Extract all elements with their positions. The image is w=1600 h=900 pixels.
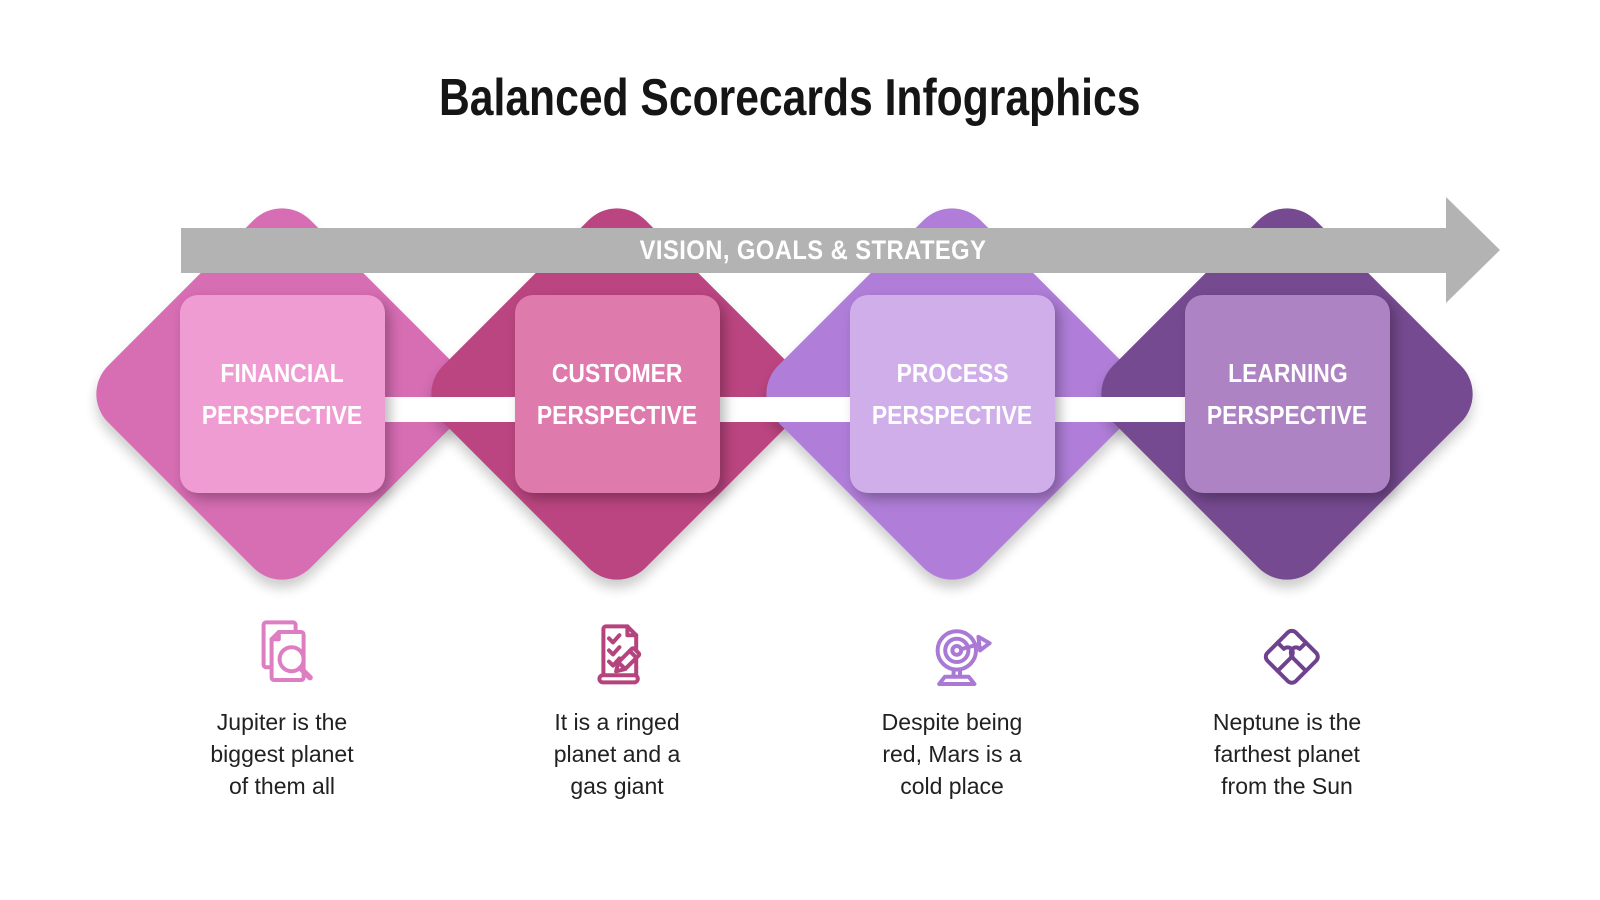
description-line: It is a ringed <box>554 709 680 735</box>
card-label-line: FINANCIAL <box>220 358 345 388</box>
card-label-line: PERSPECTIVE <box>537 400 698 430</box>
description-line: from the Sun <box>1221 773 1353 799</box>
puzzle-icon <box>1247 612 1327 692</box>
card-connector <box>720 397 850 422</box>
card-label-line: PERSPECTIVE <box>1207 400 1368 430</box>
description-line: Jupiter is the <box>216 709 348 735</box>
description-line: planet and a <box>553 741 681 767</box>
card-label-line: LEARNING <box>1227 358 1348 388</box>
card-label-line: PERSPECTIVE <box>872 400 1033 430</box>
vision-arrow: VISION, GOALS & STRATEGY <box>181 228 1446 273</box>
page-title: Balanced Scorecards Infographics <box>0 68 1580 128</box>
page-title-text: Balanced Scorecards Infographics <box>439 69 1141 127</box>
financial-perspective-card: FINANCIAL PERSPECTIVE <box>180 295 385 493</box>
learning-perspective-card: LEARNING PERSPECTIVE <box>1185 295 1390 493</box>
vision-arrow-head <box>1446 197 1500 303</box>
description-line: Neptune is the <box>1212 709 1362 735</box>
card-label-line: CUSTOMER <box>552 358 683 388</box>
checklist-pencil-icon <box>577 612 657 692</box>
description-line: gas giant <box>570 773 664 799</box>
description-line: Despite being <box>881 709 1023 735</box>
customer-description: It is a ringed planet and a gas giant <box>467 706 767 802</box>
learning-description: Neptune is the farthest planet from the … <box>1137 706 1437 802</box>
financial-description: Jupiter is the biggest planet of them al… <box>132 706 432 802</box>
card-label-line: PROCESS <box>896 358 1009 388</box>
card-connector <box>1055 397 1185 422</box>
process-perspective-card: PROCESS PERSPECTIVE <box>850 295 1055 493</box>
description-line: red, Mars is a <box>882 741 1022 767</box>
card-connector <box>385 397 515 422</box>
process-description: Despite being red, Mars is a cold place <box>802 706 1102 802</box>
description-line: of them all <box>228 773 336 799</box>
card-label-line: PERSPECTIVE <box>202 400 363 430</box>
description-line: biggest planet <box>210 741 354 767</box>
description-line: farthest planet <box>1214 741 1360 767</box>
target-dart-icon <box>912 612 992 692</box>
description-line: cold place <box>900 773 1004 799</box>
vision-arrow-label: VISION, GOALS & STRATEGY <box>640 235 987 265</box>
customer-perspective-card: CUSTOMER PERSPECTIVE <box>515 295 720 493</box>
document-search-icon <box>242 612 322 692</box>
